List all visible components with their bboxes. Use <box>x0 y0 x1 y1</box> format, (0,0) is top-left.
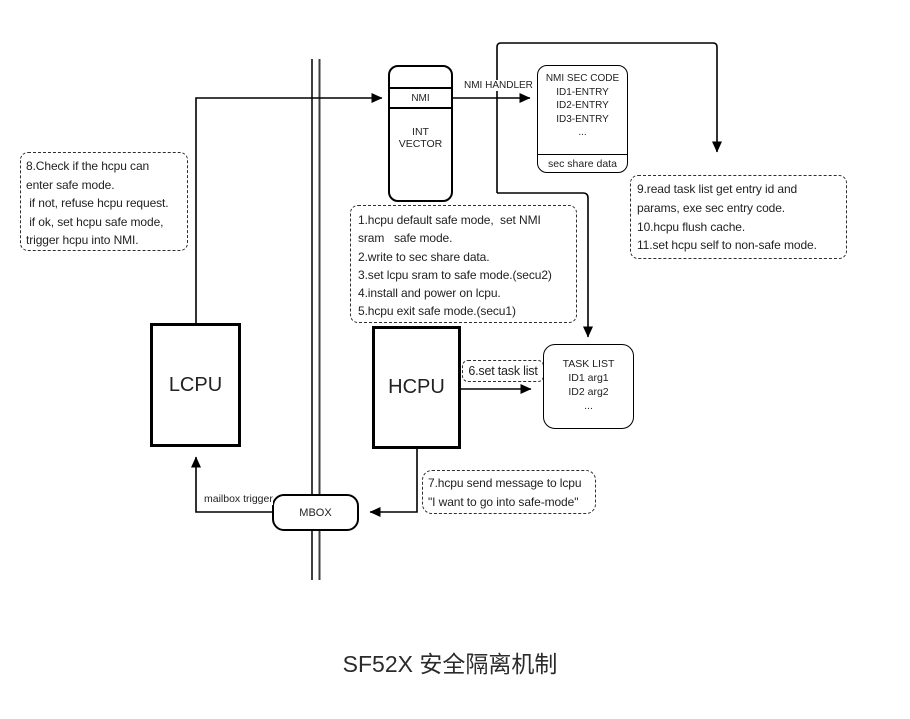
nmi-band-label: NMI <box>411 92 430 104</box>
int-vector-label: INT VECTOR <box>398 126 443 150</box>
hcpu-box: HCPU <box>372 326 461 449</box>
nmi-sec-code-entries: NMI SEC CODE ID1-ENTRY ID2-ENTRY ID3-ENT… <box>545 73 620 138</box>
note-step7: 7.hcpu send message to lcpu "I want to g… <box>422 470 596 514</box>
arrow-handler-to-task-list <box>497 192 593 338</box>
task-list-box: TASK LIST ID1 arg1 ID2 arg2 ... <box>543 344 634 429</box>
diagram-title: SF52X 安全隔离机制 <box>342 651 558 677</box>
hcpu-label: HCPU <box>388 376 445 398</box>
nmi-int-vector-box: NMI INT VECTOR <box>388 65 453 202</box>
arrow-hcpu-to-mbox <box>369 449 418 517</box>
mbox-label: MBOX <box>299 506 332 519</box>
arrow-lcpu-to-nmi <box>195 93 383 323</box>
note-steps9-11: 9.read task list get entry id and params… <box>630 175 847 259</box>
nmi-sec-code-box: NMI SEC CODE ID1-ENTRY ID2-ENTRY ID3-ENT… <box>537 65 628 173</box>
mbox-box: MBOX <box>272 494 359 531</box>
set-task-list-label: 6.set task list <box>462 360 544 382</box>
lcpu-box: LCPU <box>150 323 241 447</box>
arrow-handler-to-note9 <box>496 42 722 193</box>
mailbox-trigger-label: mailbox trigger <box>204 493 273 505</box>
sec-share-data-compartment: sec share data <box>538 154 627 172</box>
note-steps1-5: 1.hcpu default safe mode, set NMI sram s… <box>350 205 577 323</box>
nmi-band: NMI <box>390 87 451 109</box>
arrow-mbox-to-lcpu <box>191 456 272 513</box>
note-step8: 8.Check if the hcpu can enter safe mode.… <box>20 152 188 251</box>
nmi-handler-label: NMI HANDLER <box>462 80 535 91</box>
lcpu-label: LCPU <box>168 373 223 396</box>
